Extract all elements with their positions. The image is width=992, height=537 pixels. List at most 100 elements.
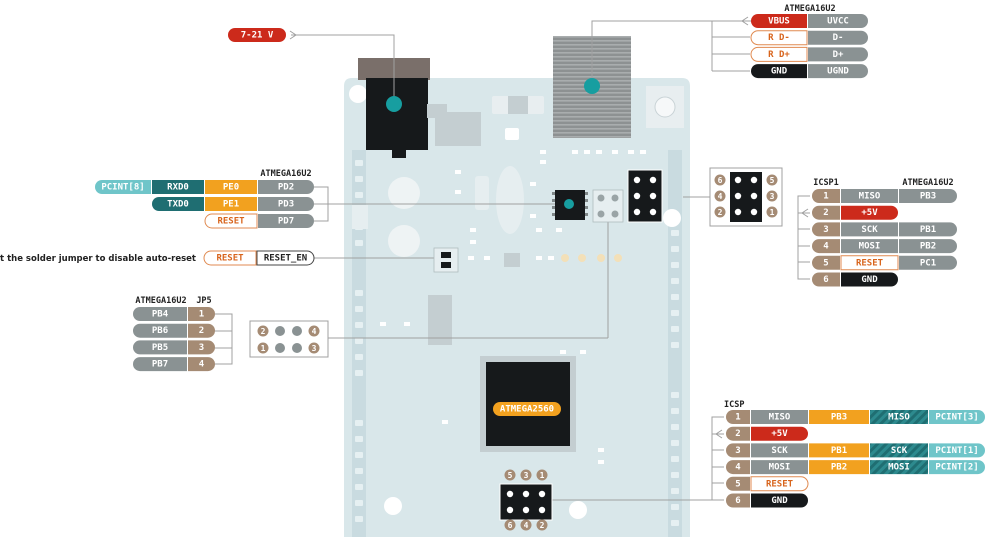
jp5-pin-3: PB7	[133, 357, 187, 372]
icsp-top-num-2-text: 1	[540, 471, 545, 480]
icsp1-left-num-1-text: 4	[718, 192, 723, 201]
icsp1-left-num-2: 2	[714, 206, 726, 218]
icsp-port-2-text: PB1	[831, 446, 847, 456]
icsp-num-4: 5	[726, 476, 750, 491]
icsp-num-4-text: 5	[735, 479, 740, 489]
jumper-reset-text: RESET	[216, 254, 244, 264]
icsp1-num-4-text: 5	[823, 258, 828, 268]
jp5-num-1: 2	[188, 323, 215, 338]
serial-signal-0-text: RXD0	[167, 183, 189, 193]
jumper-reset-en-text: RESET_EN	[264, 254, 307, 264]
serial-pe-0-text: PE0	[223, 183, 239, 193]
icsp1-right-num-1-text: 3	[770, 192, 775, 201]
jumper-note: Cut the solder jumper to disable auto-re…	[0, 254, 196, 264]
icsp-name-1-text: +5V	[771, 429, 788, 439]
icsp1-port-4: PC1	[899, 255, 958, 270]
serial-pe-2: RESET	[204, 213, 258, 229]
icsp-pcint-2-text: PCINT[1]	[935, 446, 978, 456]
icsp-top-num-1: 3	[520, 469, 532, 481]
mounting-hole	[384, 497, 402, 515]
serial-pd-2: PD7	[258, 214, 314, 228]
icsp1-port-0-text: PB3	[920, 192, 936, 202]
icsp1-name-3: MOSI	[841, 239, 898, 254]
icsp1-name-2: SCK	[841, 222, 898, 237]
usb-signal-0: VBUS	[751, 14, 807, 28]
icsp1-port-2-text: PB1	[920, 225, 936, 235]
icsp-name-4: RESET	[750, 476, 809, 492]
serial-pe-2-text: RESET	[217, 217, 245, 227]
icsp1-left-num-0: 6	[714, 174, 726, 186]
icsp1-name-5: GND	[841, 272, 899, 287]
icsp-num-3: 4	[726, 460, 750, 475]
icsp1-port-3: PB2	[899, 239, 958, 254]
serial-signal-0: RXD0	[152, 180, 204, 194]
usb-pin-2: D+	[808, 47, 869, 62]
icsp1-num-3-text: 4	[823, 242, 829, 252]
icsp1-left-num-1: 4	[714, 190, 726, 202]
icsp1-num-2: 3	[812, 222, 840, 237]
icsp1-board-header	[627, 169, 663, 223]
usb-signal-3: GND	[751, 64, 807, 79]
jp5-num-0-text: 1	[199, 310, 204, 320]
serial-pd-0-text: PD2	[278, 183, 294, 193]
icsp1-name-2-text: SCK	[861, 225, 878, 235]
solder-jumper	[433, 247, 459, 273]
icsp-num-2: 3	[726, 443, 750, 458]
icsp1-num-3: 4	[812, 239, 840, 254]
chip-label-text: ATMEGA2560	[500, 405, 554, 415]
usb-pin-1: D-	[808, 30, 869, 45]
icsp1-left-num-2-text: 2	[718, 208, 723, 217]
icsp-num-5: 6	[726, 493, 750, 508]
icsp-alt-2-text: SCK	[891, 446, 908, 456]
icsp1-num-5: 6	[812, 272, 840, 287]
icsp-name-4-text: RESET	[766, 479, 794, 489]
icsp-bottom-num-0-text: 6	[508, 521, 513, 530]
icsp-alt-0: MISO	[870, 410, 928, 424]
usb-pin-2-text: D+	[833, 50, 844, 60]
icsp-header: ICSP	[724, 400, 744, 410]
jumper-reset: RESET	[203, 250, 257, 266]
jp5-top-num-1-text: 4	[312, 327, 317, 336]
usb-signal-2-text: R D+	[768, 50, 790, 60]
icsp-name-0-text: MISO	[769, 413, 791, 423]
icsp1-num-1-text: 2	[823, 208, 828, 218]
icsp1-right-num-2: 1	[766, 206, 778, 218]
icsp-alt-3-text: MOSI	[888, 463, 910, 473]
icsp1-port-2: PB1	[899, 222, 958, 237]
icsp1-num-5-text: 6	[823, 275, 828, 285]
usb-pin-3-text: UGND	[827, 67, 849, 77]
mounting-hole	[569, 501, 587, 519]
serial-pe-0: PE0	[205, 180, 257, 194]
chip-label: ATMEGA2560	[493, 402, 561, 416]
icsp-pcint-2: PCINT[1]	[929, 443, 986, 458]
icsp-num-1: 2	[726, 426, 750, 441]
icsp-top-num-2: 1	[536, 469, 548, 481]
usb-signal-3-text: GND	[771, 67, 788, 77]
leader-lines	[215, 20, 810, 501]
icsp-name-3-text: MOSI	[769, 463, 791, 473]
serial-ext-0-text: PCINT[8]	[101, 183, 144, 193]
jp5-num-3: 4	[188, 357, 215, 372]
jp5-num-0: 1	[188, 307, 215, 321]
icsp1-name-0-text: MISO	[859, 192, 881, 202]
icsp-name-0: MISO	[751, 410, 808, 424]
icsp-pcint-3-text: PCINT[2]	[935, 463, 978, 473]
jp5-pin-1: PB6	[133, 323, 187, 338]
icsp1-name-4-text: RESET	[856, 258, 884, 268]
icsp-board-header	[499, 483, 553, 521]
icsp1-right-num-1: 3	[766, 190, 778, 202]
icsp-name-2-text: SCK	[771, 446, 788, 456]
icsp-top-num-0: 5	[504, 469, 516, 481]
icsp-pcint-0: PCINT[3]	[929, 410, 985, 424]
jp5-bottom-num-1: 3	[308, 342, 320, 354]
jp5-num-3-text: 4	[199, 360, 205, 370]
jp5-pin-3-text: PB7	[152, 360, 168, 370]
usb-signal-0-text: VBUS	[768, 17, 790, 27]
icsp-bottom-num-0: 6	[504, 519, 516, 531]
icsp1-name-1: +5V	[841, 205, 899, 220]
usb-signal-1-text: R D-	[768, 33, 790, 43]
icsp-bottom-num-1-text: 4	[524, 521, 529, 530]
icsp1-port-3-text: PB2	[920, 242, 936, 252]
usb-pin-1-text: D-	[833, 33, 844, 43]
serial-pe-1-text: PE1	[223, 200, 239, 210]
